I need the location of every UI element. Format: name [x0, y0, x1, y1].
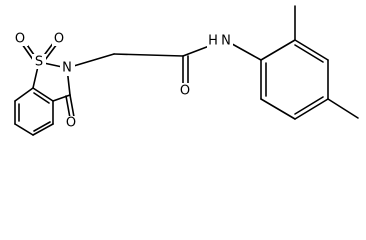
bond-ch2-camide [113, 53, 184, 57]
atom-nitrogen-ring: N [62, 61, 72, 76]
atom-o-ring-carbonyl: O [66, 116, 76, 131]
atom-sulfur: S [35, 55, 43, 70]
bond-ar-2-inner [294, 44, 324, 63]
bond-c3-o-b [65, 95, 71, 119]
bond-ar-5 [260, 98, 296, 120]
atom-o-sulfonyl-right: O [54, 32, 64, 47]
atom-hydrogen-amide: H [208, 34, 218, 49]
label-bg-o-sulfonyl-right [52, 31, 67, 46]
label-bg-o-amide [178, 83, 193, 98]
bond-benz-6-inner [33, 92, 50, 104]
label-bg-sulfur [32, 54, 46, 69]
bond-ar-4-inner [294, 96, 324, 115]
bond-c3-o-a [69, 94, 75, 118]
label-bg-o-sulfonyl-left [13, 31, 28, 46]
bond-benz-3 [14, 123, 34, 136]
bond-ar-4 [294, 98, 329, 120]
bond-benz-4 [32, 123, 54, 136]
bond-c3-c3a [52, 94, 71, 102]
structure-diagram: O O S N O O H N [13, 5, 359, 136]
atom-o-sulfonyl-left: O [15, 32, 25, 47]
bond-ar-2 [294, 39, 329, 61]
bond-benz-6 [32, 87, 54, 102]
label-bg-nitrogen-ring [60, 61, 75, 76]
bond-benz-4-inner [33, 121, 51, 132]
bond-benz-1 [14, 87, 34, 102]
bond-ar-1 [260, 39, 296, 61]
atom-labels: O O S N O O H N [13, 31, 233, 131]
atom-o-amide: O [180, 84, 190, 99]
bond-methyl-para [327, 98, 359, 119]
atom-nitrogen-amide: N [221, 34, 231, 49]
label-bg-nitrogen-amide [207, 33, 233, 48]
label-bg-o-ring-carbonyl [64, 116, 79, 131]
